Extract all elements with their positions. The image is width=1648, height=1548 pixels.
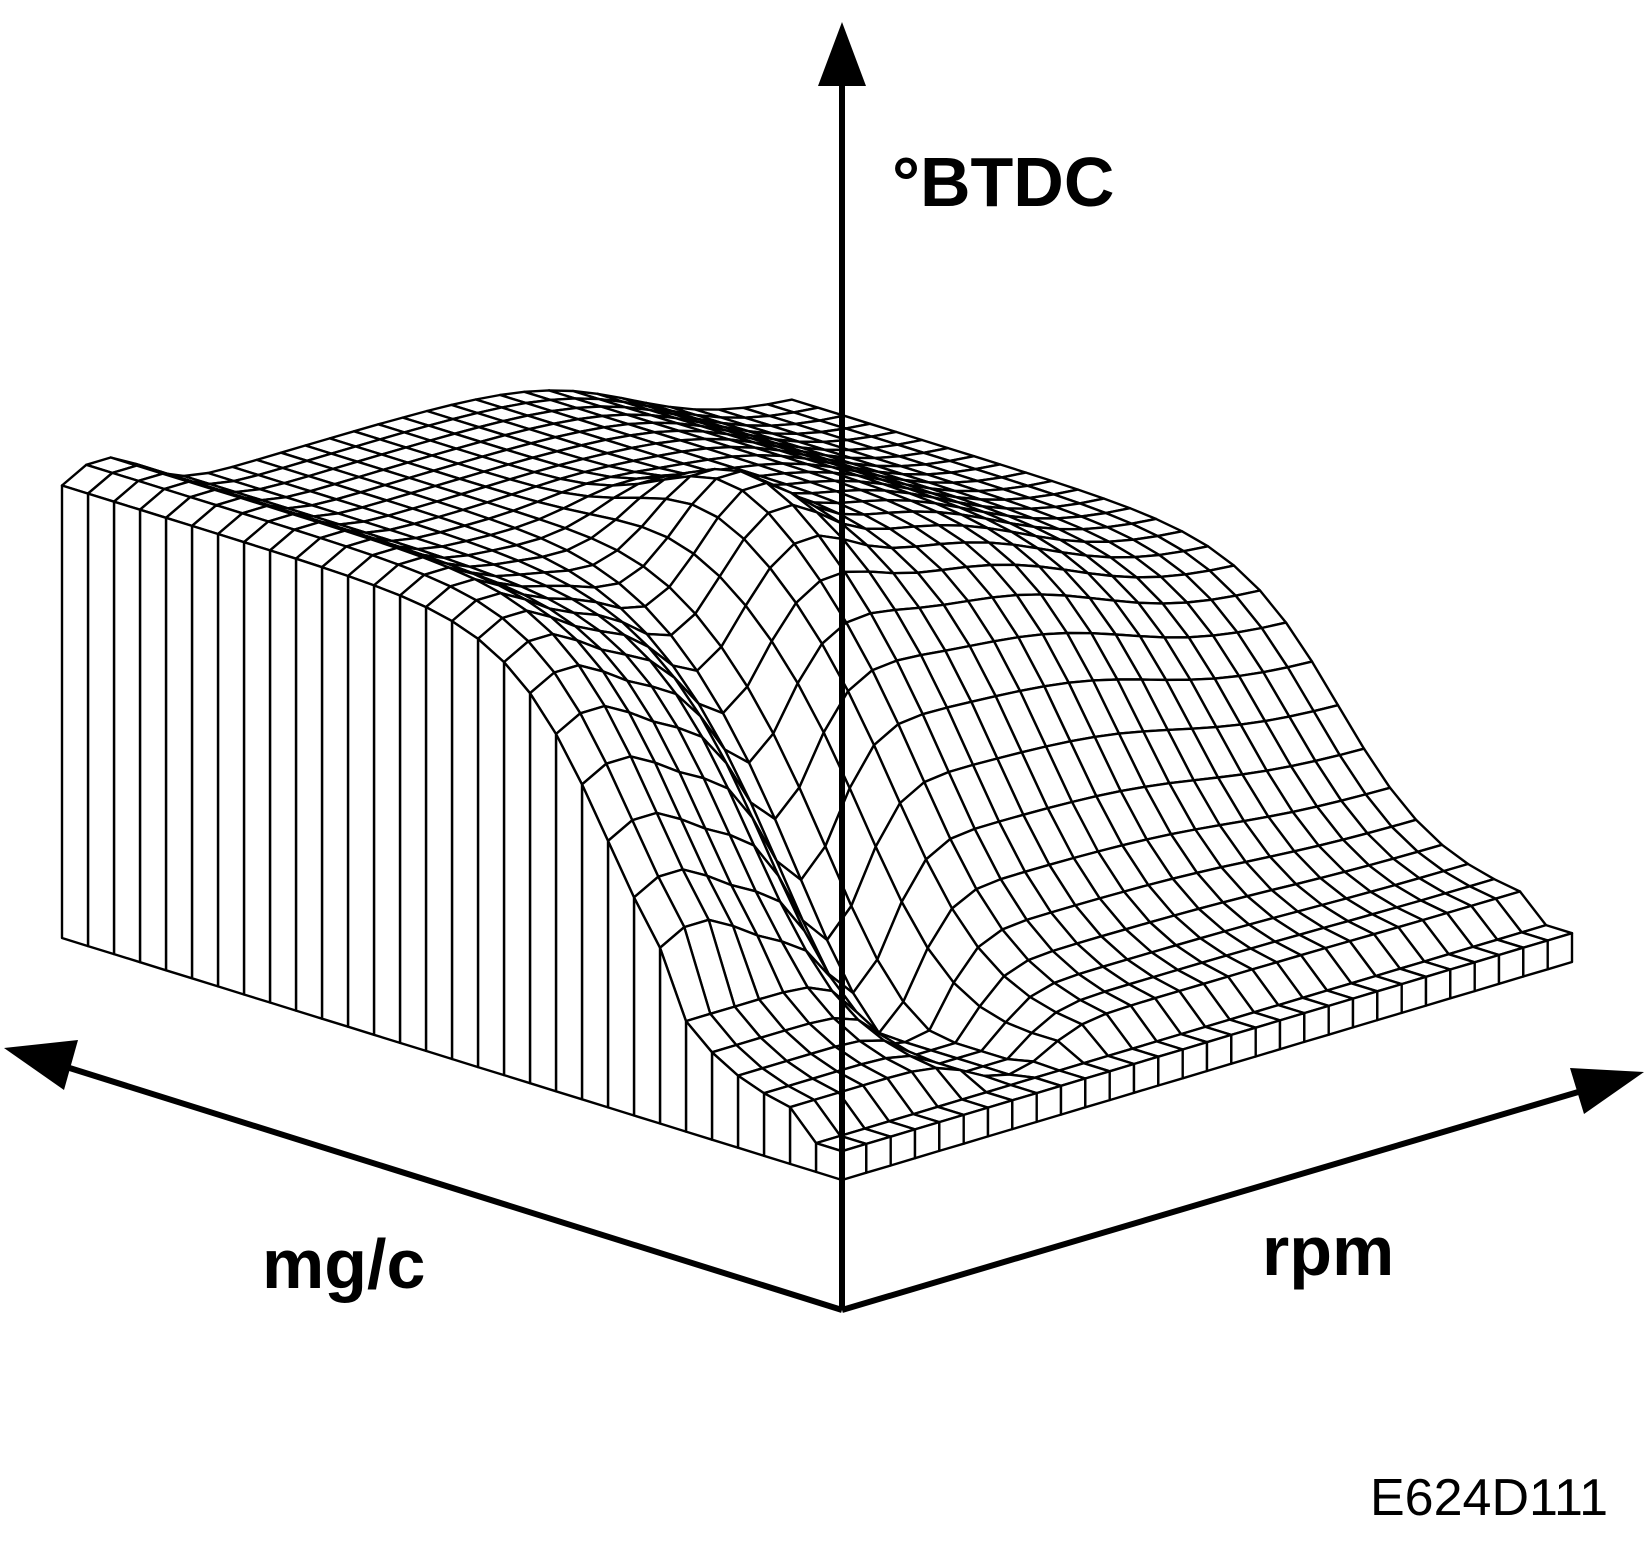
mesh-cell [1473,953,1501,993]
mesh-cell [580,783,610,1109]
mesh-cell [1035,1084,1063,1124]
vertical-axis-arrowhead [818,22,866,86]
mesh-cell [398,594,428,1053]
mesh-cell [1205,1033,1233,1073]
mesh-cell [1278,1011,1306,1051]
mesh-cell [528,692,558,1093]
vertical-axis-label: °BTDC [892,143,1114,221]
mesh-cell [1303,1004,1330,1044]
surface-mesh [60,389,1574,1182]
left-axis [59,1062,843,1313]
right-axis-label: rpm [1262,1212,1394,1290]
mesh-cell [242,541,272,1004]
mesh-cell [762,1091,792,1166]
mesh-cell [1254,1019,1282,1058]
figure-code: E624D111 [1370,1469,1608,1527]
mesh-cell [840,1142,868,1182]
mesh-cell [164,516,194,980]
mesh-cell [450,619,480,1069]
left-axis-label: mg/c [262,1225,425,1303]
left-axis-arrowhead [4,1040,78,1090]
mesh-cell [1181,1040,1209,1080]
mesh-cell [112,500,142,964]
mesh-cell [1351,990,1379,1029]
mesh-cell [1011,1091,1038,1131]
axes [4,22,1644,1313]
mesh-cell [86,492,116,956]
mesh-cell [889,1128,917,1167]
mesh-cell [424,605,454,1061]
mesh-cell [1084,1070,1111,1109]
mesh-cell [865,1135,892,1174]
mesh-cell [1376,982,1403,1022]
mesh-cell [1497,946,1525,985]
mesh-cell [962,1106,990,1145]
mesh-cell [372,584,402,1045]
mesh-cell [1424,968,1452,1007]
mesh-cell [1327,997,1355,1036]
mesh-cell [986,1099,1014,1138]
mesh-cell [1546,932,1574,971]
mesh-cell [1400,975,1428,1015]
mesh-cell [320,566,350,1028]
mesh-cell [1059,1077,1087,1116]
mesh-cell [190,524,220,988]
mesh-cell [216,532,246,996]
right-axis [841,1087,1586,1313]
mesh-cell [60,484,90,948]
mesh-cell [294,557,324,1020]
mesh-cell [476,637,506,1077]
mesh-cell [502,660,532,1085]
mesh-cell [1132,1055,1160,1095]
mesh-cell [346,574,376,1037]
mesh-cell [138,508,168,972]
mesh-cell [938,1113,965,1153]
mesh-cell [1108,1062,1136,1102]
mesh-cell [554,732,584,1101]
mesh-cell [1449,961,1476,1000]
mesh-cell [1230,1026,1257,1065]
mesh-cell [1522,939,1549,978]
mesh-cell [268,549,298,1012]
mesh-cell [913,1120,941,1160]
right-axis-arrowhead [1570,1068,1644,1114]
mesh-cell [1157,1048,1184,1087]
